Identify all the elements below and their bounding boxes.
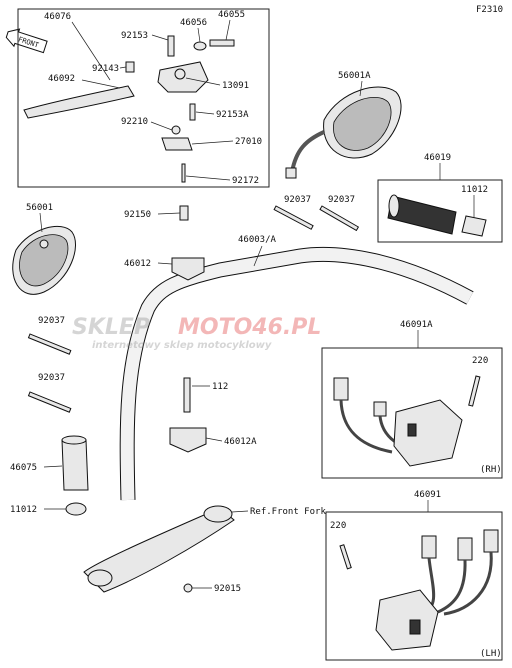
label-46075: 46075 bbox=[10, 463, 37, 473]
pivot-bolt-92153 bbox=[167, 35, 175, 57]
holder-pivot bbox=[174, 68, 186, 80]
label-92172: 92172 bbox=[232, 176, 259, 186]
rh-switch-box bbox=[321, 347, 503, 479]
watermark-tagline: internetowy sklep motocyklowy bbox=[92, 340, 272, 351]
rh-switch-housing bbox=[393, 399, 463, 467]
label-92153: 92153 bbox=[121, 31, 148, 41]
label-46091a: 46091A bbox=[400, 320, 433, 330]
screw-220-lh bbox=[339, 544, 352, 570]
label-220-rh: 220 bbox=[472, 356, 488, 366]
bolt-92150 bbox=[179, 205, 189, 221]
lower-clamp-46012a bbox=[169, 427, 207, 453]
grip-end-11012 bbox=[461, 215, 487, 237]
screw-220-rh bbox=[468, 375, 481, 407]
lh-connector-2 bbox=[457, 537, 473, 561]
label-46056: 46056 bbox=[180, 18, 207, 28]
label-220-lh: 220 bbox=[330, 521, 346, 531]
upper-clamp-46012 bbox=[171, 257, 205, 281]
figure-code: F2310 bbox=[476, 5, 503, 15]
label-92037-a: 92037 bbox=[284, 195, 311, 205]
label-46003a: 46003/A bbox=[238, 235, 277, 245]
clutch-lever-box bbox=[17, 8, 270, 188]
rh-switch bbox=[333, 375, 481, 467]
label-13091: 13091 bbox=[222, 81, 249, 91]
lh-side-label: (LH) bbox=[480, 649, 502, 659]
lh-switch bbox=[339, 529, 499, 651]
screw-92172 bbox=[181, 163, 186, 183]
washer-46056 bbox=[193, 41, 207, 51]
label-112: 112 bbox=[212, 382, 228, 392]
collar-92143 bbox=[125, 61, 135, 73]
label-46076: 46076 bbox=[44, 12, 71, 22]
left-grip-46075 bbox=[61, 439, 89, 491]
bolt-46055 bbox=[209, 39, 235, 47]
label-46091: 46091 bbox=[414, 490, 441, 500]
lh-connector-1 bbox=[421, 535, 437, 559]
clutch-lever-assembly bbox=[23, 35, 235, 183]
label-27010: 27010 bbox=[235, 137, 262, 147]
lh-switch-housing bbox=[375, 589, 439, 651]
label-92143: 92143 bbox=[92, 64, 119, 74]
label-56001a: 56001A bbox=[338, 71, 371, 81]
rh-connector-1 bbox=[333, 377, 349, 401]
label-46012a: 46012A bbox=[224, 437, 257, 447]
label-46019: 46019 bbox=[424, 153, 451, 163]
label-11012-top: 11012 bbox=[461, 185, 488, 195]
bolt-112 bbox=[183, 377, 191, 413]
lh-connector-3 bbox=[483, 529, 499, 553]
pin-92037-a bbox=[273, 205, 314, 230]
lh-switch-box bbox=[325, 511, 503, 661]
mirror-56001a bbox=[285, 86, 402, 179]
rh-side-label: (RH) bbox=[480, 465, 502, 475]
steering-stem-head bbox=[83, 507, 235, 593]
mirror-nut bbox=[285, 167, 297, 179]
clutch-lever bbox=[23, 85, 135, 119]
handlebar bbox=[120, 247, 474, 501]
label-92150: 92150 bbox=[124, 210, 151, 220]
mirror-56001 bbox=[12, 225, 76, 295]
label-92037-b: 92037 bbox=[328, 195, 355, 205]
label-92015: 92015 bbox=[214, 584, 241, 594]
label-11012-bottom: 11012 bbox=[10, 505, 37, 515]
label-46055: 46055 bbox=[218, 10, 245, 20]
grip-end-11012-left bbox=[65, 502, 87, 516]
label-46092: 46092 bbox=[48, 74, 75, 84]
label-92037-d: 92037 bbox=[38, 373, 65, 383]
pin-92037-c bbox=[27, 333, 72, 355]
right-grip bbox=[387, 194, 487, 237]
label-ref-front-fork: Ref.Front Fork bbox=[250, 507, 326, 517]
pin-92037-d bbox=[27, 391, 72, 413]
label-46012: 46012 bbox=[124, 259, 151, 269]
nut-92015 bbox=[183, 583, 193, 593]
label-56001: 56001 bbox=[26, 203, 53, 213]
label-92153a: 92153A bbox=[216, 110, 249, 120]
front-arrow-icon: FRONT bbox=[5, 28, 48, 54]
screw-92153a bbox=[189, 103, 196, 121]
nut-92210 bbox=[171, 125, 181, 135]
pin-92037-b bbox=[319, 205, 360, 232]
watermark-brand-left: SKLEP bbox=[72, 315, 150, 340]
label-92210: 92210 bbox=[121, 117, 148, 127]
rh-connector-2 bbox=[373, 401, 387, 417]
watermark: SKLEP MOTO46.PL internetowy sklep motocy… bbox=[72, 315, 321, 351]
switch-27010 bbox=[161, 137, 193, 151]
label-92037-c: 92037 bbox=[38, 316, 65, 326]
watermark-brand-right: MOTO46.PL bbox=[178, 315, 321, 340]
